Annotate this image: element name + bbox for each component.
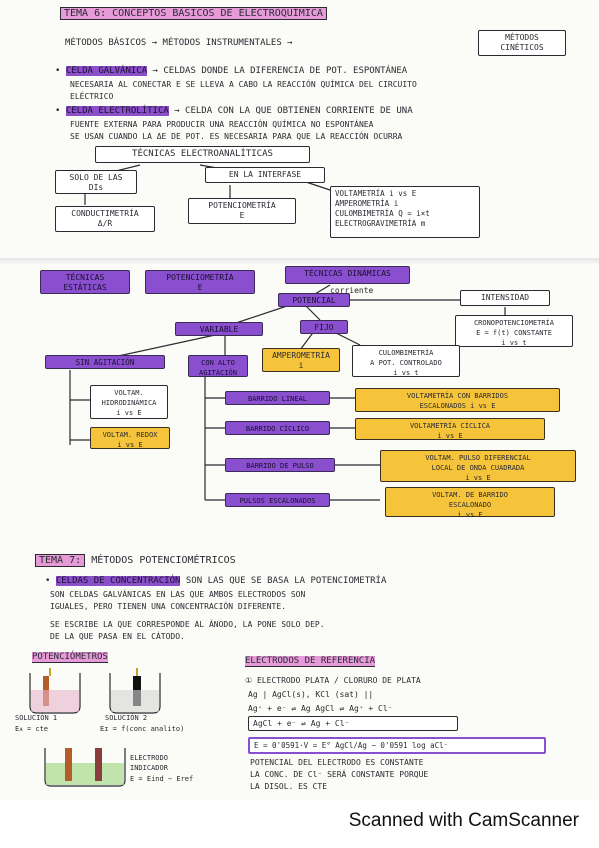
tema6-title: TEMA 6: CONCEPTOS BÁSICOS DE ELECTROQUÍM…	[60, 7, 327, 20]
map2-pulsos-escalonados: PULSOS ESCALONADOS	[225, 493, 330, 507]
ref-line-4: AgCl + e⁻ ⇌ Ag + Cl⁻	[248, 716, 458, 731]
map2-cronopotenciometria: CRONOPOTENCIOMETRÍA E = f(t) CONSTANTE i…	[455, 315, 573, 347]
map1-box-conductimetria: CONDUCTIMETRÍA Δ/R	[55, 206, 155, 232]
map2-potencial: POTENCIAL	[278, 293, 350, 307]
celda-electrolitica-text-1: → CELDA CON LA QUE OBTIENEN CORRIENTE DE…	[174, 106, 413, 116]
map2-barrido-lineal: BARRIDO LINEAL	[225, 391, 330, 405]
indicator-note: ELECTRODO INDICADOR	[130, 754, 168, 772]
cell-formula: E = Eind − Eref	[130, 775, 194, 783]
celdas-conc-text-4: SE ESCRIBE LA QUE CORRESPONDE AL ÁNODO, …	[50, 620, 325, 629]
celda-galvanica-label: CELDA GALVÁNICA	[65, 66, 148, 76]
map1-box-potenciometria: POTENCIOMETRÍA E	[188, 198, 296, 224]
celda-electrolitica-text-2: FUENTE EXTERNA PARA PRODUCIR UNA REACCIÓ…	[70, 120, 374, 129]
potenciometros-title: POTENCIÓMETROS	[32, 652, 108, 663]
map2-volt-hidrodinamica: VOLTAM. HIDRODINÁMICA i vs E	[90, 385, 168, 419]
map2-variable: VARIABLE	[175, 322, 263, 336]
celda-electrolitica-text-3: SE USAN CUANDO LA ΔE DE POT. ES NECESARI…	[70, 132, 403, 141]
electrodo-label-1: SOLUCIÓN 1	[15, 714, 58, 722]
map2-y-lineal: VOLTAMETRÍA CON BARRIDOS ESCALONADOS i v…	[355, 388, 560, 412]
celda-galvanica-text-1: → CELDAS DONDE LA DIFERENCIA DE POT. ESP…	[152, 66, 408, 76]
page-fold	[0, 258, 599, 264]
map2-potenciometria: POTENCIOMETRÍA E	[145, 270, 255, 294]
map2-fijo: FIJO	[300, 320, 348, 334]
map2-y-escalonado: VOLTAM. DE BARRIDO ESCALONADO i vs E	[385, 487, 555, 519]
ref-line-6: POTENCIAL DEL ELECTRODO ES CONSTANTE	[250, 758, 424, 767]
electrodos-ref-title: ELECTRODOS DE REFERENCIA	[245, 656, 376, 667]
celdas-conc-text-1: SON LAS QUE SE BASA LA POTENCIOMETRÍA	[185, 576, 387, 586]
ref-line-2: Ag | AgCl(s), KCl (sat) ||	[248, 690, 374, 699]
tema7-header: TEMA 7: MÉTODOS POTENCIOMÉTRICOS	[35, 554, 236, 567]
celda-galvanica-row: • CELDA GALVÁNICA → CELDAS DONDE LA DIFE…	[55, 66, 408, 76]
map2-barrido-ciclico: BARRIDO CÍCLICO	[225, 421, 330, 435]
electrodos-ref-title-wrap: ELECTRODOS DE REFERENCIA	[245, 656, 376, 667]
map1-left-box: SOLO DE LAS DIs	[55, 170, 137, 194]
tema7-subtitle: MÉTODOS POTENCIOMÉTRICOS	[91, 555, 236, 566]
ref-line-5: E = 0'0591·V = E° AgCl/Ag − 0'0591 log a…	[248, 737, 546, 754]
map2-y-pulso: VOLTAM. PULSO DIFERENCIAL LOCAL DE ONDA …	[380, 450, 576, 482]
map2-volt-redox: VOLTAM. REDOX i vs E	[90, 427, 170, 449]
celda-electrolitica-row: • CELDA ELECTROLÍTICA → CELDA CON LA QUE…	[55, 106, 413, 116]
tema7-title: TEMA 7:	[35, 554, 86, 567]
map2-intensidad: INTENSIDAD	[460, 290, 550, 306]
celda-electrolitica-label: CELDA ELECTROLÍTICA	[65, 106, 169, 116]
map2-barrido-pulso: BARRIDO DE PULSO	[225, 458, 335, 472]
celdas-conc-text-3: IGUALES, PERO TIENEN UNA CONCENTRACIÓN D…	[50, 602, 287, 611]
map1-right-box: EN LA INTERFASE	[205, 167, 325, 183]
cell-diagram	[29, 668, 161, 787]
tema6-title-text: TEMA 6: CONCEPTOS BÁSICOS DE ELECTROQUÍM…	[60, 7, 327, 20]
ref-line-8: LA DISOL. ES CTE	[250, 782, 328, 791]
map2-tecnicas-dinamicas: TÉCNICAS DINÁMICAS	[285, 266, 410, 284]
ref-line-7: LA CONC. DE Cl⁻ SERÁ CONSTANTE PORQUE	[250, 770, 429, 779]
e-ind-label: Eɪ = f(conc analito)	[100, 725, 185, 733]
ref-line-1: ① ELECTRODO PLATA / CLORURO DE PLATA	[245, 676, 421, 685]
methods-box: MÉTODOS CINÉTICOS	[478, 30, 566, 56]
celdas-conc-text-5: DE LA QUE PASA EN EL CÁTODO.	[50, 632, 185, 641]
celdas-conc-row: • CELDAS DE CONCENTRACIÓN SON LAS QUE SE…	[45, 576, 387, 586]
map2-amperometria: AMPEROMETRÍA i	[262, 348, 340, 372]
map2-corriente-label: corriente	[330, 286, 374, 295]
e-ref-label: Eᴀ = cte	[15, 725, 49, 733]
celda-galvanica-text-3: ELÉCTRICO	[70, 92, 114, 101]
ref-line-3: Ag⁺ + e⁻ ⇌ Ag AgCl ⇌ Ag⁺ + Cl⁻	[248, 704, 393, 713]
map2-tecnicas-estaticas: TÉCNICAS ESTÁTICAS	[40, 270, 130, 294]
celdas-conc-label: CELDAS DE CONCENTRACIÓN	[55, 576, 181, 586]
map2-sin-agitacion: SIN AGITACIÓN	[45, 355, 165, 369]
footer: Scanned with CamScanner	[0, 800, 599, 848]
tecnicas-title-box: TÉCNICAS ELECTROANALÍTICAS	[95, 146, 310, 163]
electrodo-label-2: SOLUCIÓN 2	[105, 714, 148, 722]
map2-y-ciclica: VOLTAMETRÍA CÍCLICA i vs E	[355, 418, 545, 440]
map2-culombimetria: CULOMBIMETRÍA A POT. CONTROLADO i vs t	[352, 345, 460, 377]
map1-box-voltametria: VOLTAMETRÍA i vs E AMPEROMETRÍA i CULOMB…	[330, 186, 480, 238]
footer-text: Scanned with CamScanner	[348, 810, 579, 831]
map2-con-agitacion: CON ALTO AGITACIÓN	[188, 355, 248, 377]
potenciometros-title-wrap: POTENCIÓMETROS	[32, 652, 108, 663]
celdas-conc-text-2: SON CELDAS GALVÁNICAS EN LAS QUE AMBOS E…	[50, 590, 306, 599]
methods-line: MÉTODOS BÁSICOS → MÉTODOS INSTRUMENTALES…	[65, 38, 293, 48]
celda-galvanica-text-2: NECESARIA AL CONECTAR E SE LLEVA A CABO …	[70, 80, 417, 89]
